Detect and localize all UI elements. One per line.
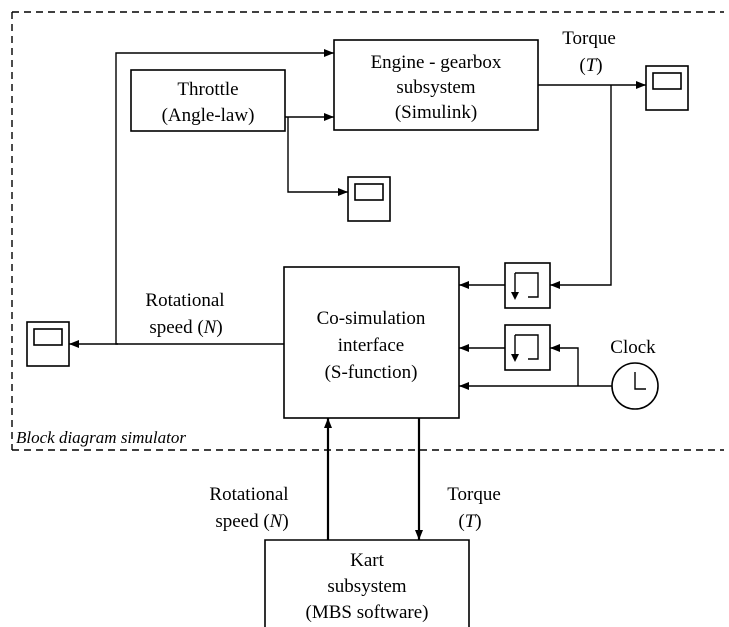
clock-icon[interactable] — [611, 362, 659, 410]
svg-text:Co-simulation: Co-simulation — [317, 308, 426, 329]
scope-icon[interactable] — [26, 321, 70, 367]
svg-text:Rotational: Rotational — [145, 290, 224, 311]
speed-feedback-to-engine-wire — [115, 49, 334, 345]
svg-text:Engine - gearbox: Engine - gearbox — [371, 52, 502, 73]
svg-text:(T): (T) — [579, 55, 602, 76]
rotational-speed-left-label: Rotational speed (N) — [145, 290, 224, 338]
svg-text:Torque: Torque — [562, 28, 616, 49]
cosimulation-interface-block[interactable]: Co-simulation interface (S-function) — [283, 266, 460, 419]
svg-text:Throttle: Throttle — [177, 79, 238, 100]
memory-block-icon[interactable] — [504, 262, 551, 309]
throttle-to-scope-wire — [287, 117, 348, 196]
torque-bottom-label: Torque (T) — [447, 484, 501, 532]
svg-text:Rotational: Rotational — [209, 484, 288, 505]
torque-top-label: Torque (T) — [562, 28, 616, 76]
engine-gearbox-block[interactable]: Engine - gearbox subsystem (Simulink) — [333, 39, 539, 131]
scope-icon[interactable] — [645, 65, 689, 111]
svg-text:(Simulink): (Simulink) — [395, 102, 477, 123]
svg-text:speed (N): speed (N) — [215, 511, 288, 532]
svg-text:interface: interface — [338, 335, 404, 356]
simulator-region-caption: Block diagram simulator — [16, 428, 186, 447]
kart-subsystem-block[interactable]: Kart subsystem (MBS software) — [264, 539, 470, 627]
svg-text:(MBS software): (MBS software) — [306, 602, 429, 623]
clock-label: Clock — [610, 337, 656, 358]
svg-text:subsystem: subsystem — [327, 576, 406, 597]
svg-text:Kart: Kart — [350, 550, 384, 571]
simulator-region-border — [11, 11, 724, 451]
throttle-block[interactable]: Throttle (Angle-law) — [130, 69, 286, 132]
memory-block-icon[interactable] — [504, 324, 551, 371]
svg-text:(Angle-law): (Angle-law) — [162, 105, 255, 126]
rotational-speed-bottom-label: Rotational speed (N) — [209, 484, 288, 532]
svg-text:subsystem: subsystem — [396, 77, 475, 98]
torque-to-memory-wire — [550, 85, 612, 289]
clock-to-memory-wire — [550, 344, 579, 386]
svg-text:Torque: Torque — [447, 484, 501, 505]
svg-text:speed (N): speed (N) — [149, 317, 222, 338]
svg-text:(T): (T) — [458, 511, 481, 532]
svg-text:(S-function): (S-function) — [325, 362, 418, 383]
scope-icon[interactable] — [347, 176, 391, 222]
